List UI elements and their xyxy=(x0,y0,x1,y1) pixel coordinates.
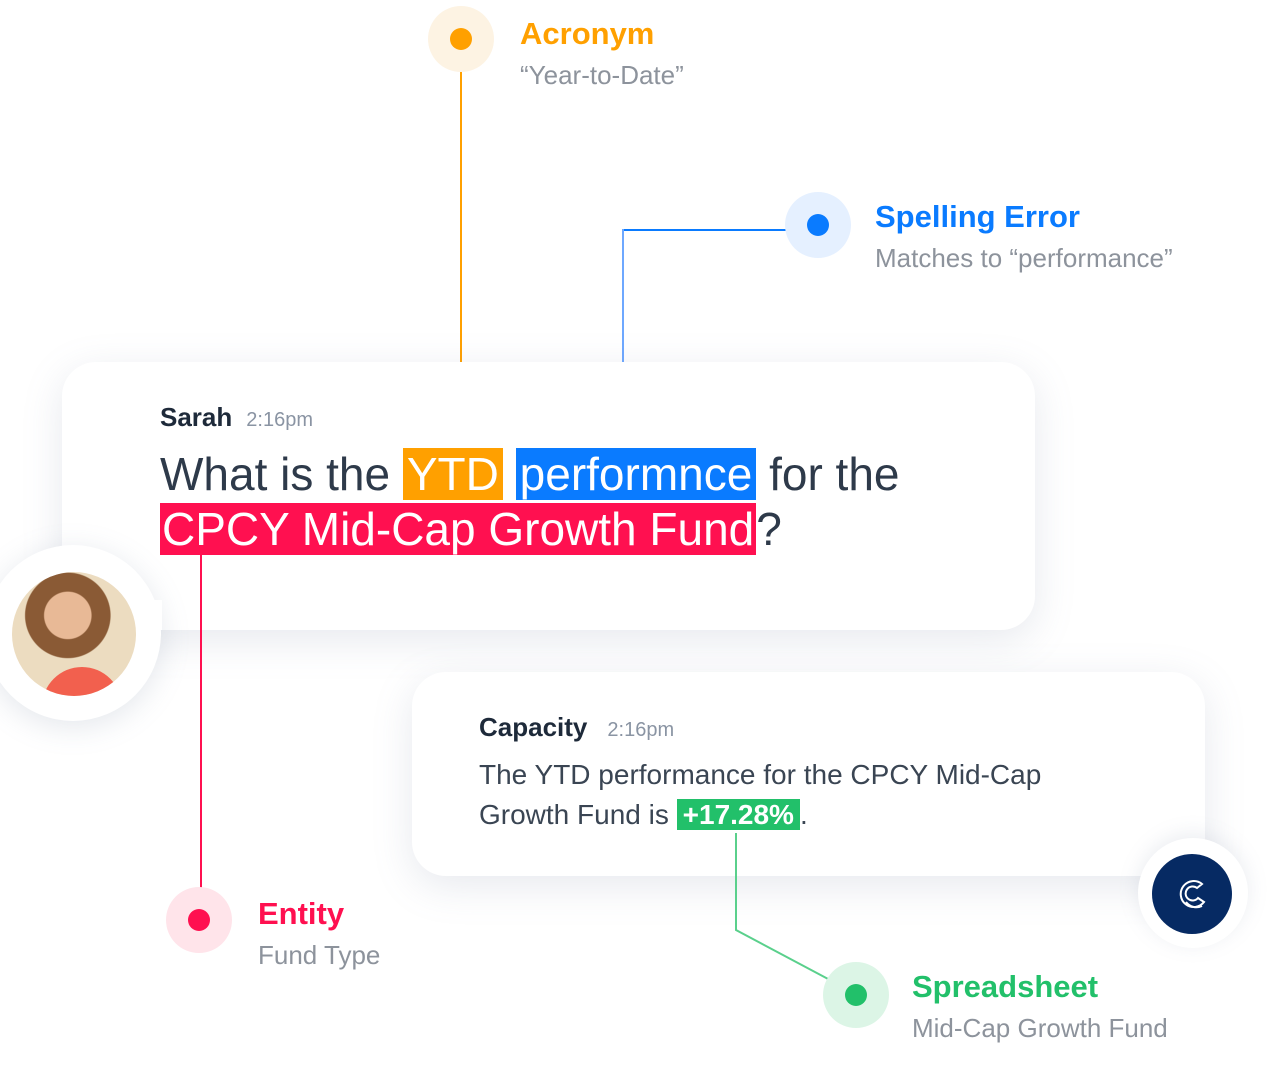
spelling-highlight[interactable]: performnce xyxy=(515,448,757,500)
acronym-highlight[interactable]: YTD xyxy=(402,448,503,500)
spelling-dot-icon xyxy=(807,214,829,236)
entity-connector xyxy=(200,553,202,890)
value-highlight[interactable]: +17.28% xyxy=(676,799,800,830)
entity-marker[interactable] xyxy=(166,887,232,953)
bot-message-bubble xyxy=(412,672,1205,876)
spelling-connector-v xyxy=(622,229,624,449)
spreadsheet-label: Spreadsheet Mid-Cap Growth Fund xyxy=(912,969,1168,1043)
entity-highlight[interactable]: CPCY Mid-Cap Growth Fund xyxy=(160,503,757,555)
spreadsheet-dot-icon xyxy=(845,984,867,1006)
timestamp: 2:16pm xyxy=(607,719,675,741)
entity-label: Entity Fund Type xyxy=(258,896,381,970)
spelling-marker[interactable] xyxy=(785,192,851,258)
bot-message-text: The YTD performance for the CPCY Mid-Cap… xyxy=(479,759,1042,830)
sender-name: Sarah xyxy=(160,402,233,432)
bot-message-header: Capacity 2:16pm xyxy=(479,712,674,743)
capacity-c-icon xyxy=(1179,880,1206,909)
spelling-connector-h xyxy=(622,229,786,231)
capacity-logo[interactable] xyxy=(1152,854,1232,934)
spreadsheet-marker[interactable] xyxy=(823,962,889,1028)
acronym-connector xyxy=(460,70,462,450)
user-message-header: Sarah 2:16pm xyxy=(160,402,313,433)
spelling-label: Spelling Error Matches to “performance” xyxy=(875,199,1173,273)
acronym-label: Acronym “Year-to-Date” xyxy=(520,16,684,90)
acronym-marker[interactable] xyxy=(428,6,494,72)
timestamp: 2:16pm xyxy=(246,409,313,431)
sender-name: Capacity xyxy=(479,712,588,742)
acronym-dot-icon xyxy=(450,28,472,50)
avatar[interactable] xyxy=(12,572,136,696)
entity-dot-icon xyxy=(188,909,210,931)
